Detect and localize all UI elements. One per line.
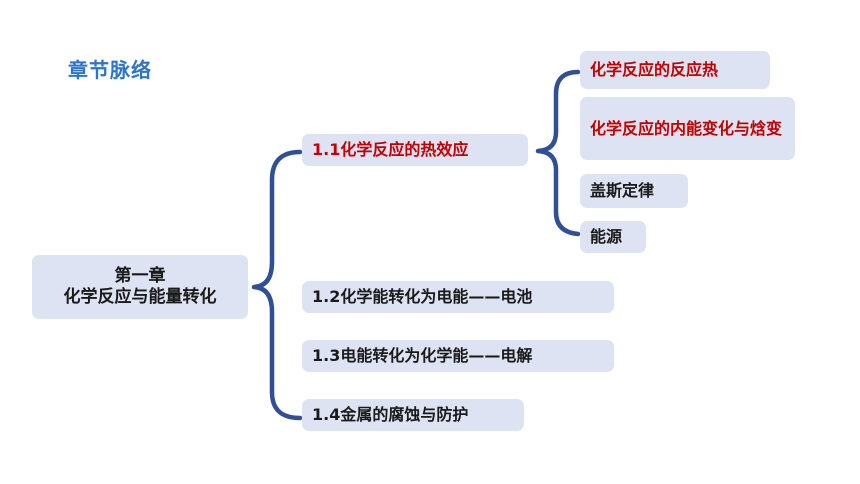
section-node-2: 1.2化学能转化为电能——电池 bbox=[302, 281, 614, 313]
subsection-label: 能源 bbox=[590, 227, 623, 246]
subsection-node-1: 化学反应的反应热 bbox=[580, 51, 770, 89]
section-label: 1.3电能转化为化学能——电解 bbox=[312, 346, 533, 365]
section-label: 1.1化学反应的热效应 bbox=[312, 140, 469, 159]
section-label: 1.2化学能转化为电能——电池 bbox=[312, 287, 533, 306]
subsection-label: 化学反应的反应热 bbox=[590, 60, 719, 79]
subsection-node-4: 能源 bbox=[580, 221, 646, 253]
section-label: 1.4金属的腐蚀与防护 bbox=[312, 405, 469, 424]
root-line-2: 化学反应与能量转化 bbox=[63, 287, 217, 307]
section-node-3: 1.3电能转化为化学能——电解 bbox=[302, 340, 614, 372]
sub-brace bbox=[535, 69, 581, 237]
subsection-node-2: 化学反应的内能变化与焓变 bbox=[580, 97, 795, 160]
section-node-4: 1.4金属的腐蚀与防护 bbox=[302, 399, 524, 431]
root-node: 第一章 化学反应与能量转化 bbox=[32, 255, 248, 319]
main-brace bbox=[251, 149, 303, 421]
root-line-1: 第一章 bbox=[114, 265, 166, 286]
subsection-label: 盖斯定律 bbox=[590, 181, 655, 200]
page-title: 章节脉络 bbox=[68, 58, 152, 82]
section-node-1: 1.1化学反应的热效应 bbox=[302, 134, 528, 166]
subsection-node-3: 盖斯定律 bbox=[580, 174, 688, 208]
subsection-label: 化学反应的内能变化与焓变 bbox=[590, 118, 783, 138]
